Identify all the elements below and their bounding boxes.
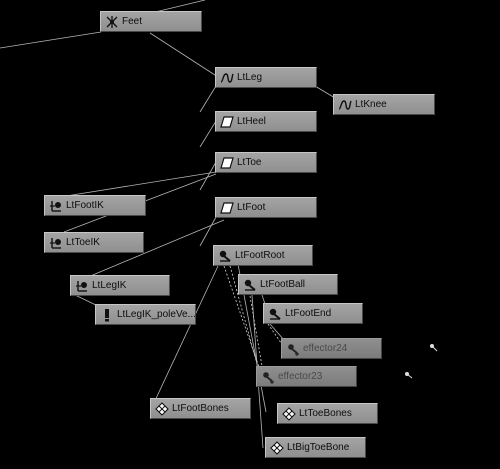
link-offscreen-feet <box>0 31 102 49</box>
stray-joint-icon[interactable] <box>428 342 438 352</box>
node-ltlegik-polevector[interactable]: LtLegIK_poleVe... <box>95 304 196 325</box>
node-effector24[interactable]: effector24 <box>281 338 382 359</box>
skin-cluster-icon <box>282 406 296 421</box>
node-label: LtFootRoot <box>235 250 285 261</box>
node-feet[interactable]: Feet <box>100 11 202 32</box>
curve-icon <box>220 71 234 85</box>
node-label: LtLegIK <box>92 280 127 291</box>
link-ltfootroot-ltfootbones <box>151 265 219 408</box>
curve-icon <box>338 98 352 112</box>
ik-handle-icon <box>75 279 89 293</box>
node-label: LtFootIK <box>66 200 104 211</box>
pole-vector-icon <box>100 308 114 322</box>
link-ltfootend-effector24b <box>267 323 287 351</box>
link-ltlegik-polevector <box>74 294 99 307</box>
node-ltheel[interactable]: LtHeel <box>215 111 317 132</box>
link-ltleg-ltheel <box>199 85 217 113</box>
node-ltfootball[interactable]: LtFootBall <box>238 274 338 295</box>
transform-icon <box>220 156 234 170</box>
ik-handle-icon <box>49 236 63 250</box>
transform-icon <box>220 201 234 215</box>
effector-icon <box>261 370 275 384</box>
node-ltfootend[interactable]: LtFootEnd <box>263 303 363 324</box>
link-ltfoot-ltlegik <box>87 219 225 278</box>
node-ltleg[interactable]: LtLeg <box>215 67 317 88</box>
node-label: LtToe <box>237 157 262 168</box>
link-ltfootend-effector24 <box>269 323 285 341</box>
link-ltfoot-ltfootroot <box>199 216 217 247</box>
node-ltfootroot[interactable]: LtFootRoot <box>213 245 313 266</box>
node-label: LtHeel <box>237 116 266 127</box>
node-ltfoot[interactable]: LtFoot <box>215 197 317 218</box>
link-ltfootroot-effector23b <box>229 265 263 383</box>
node-label: LtLegIK_poleVe... <box>117 309 195 320</box>
node-label: LtFootEnd <box>285 308 332 319</box>
node-ltfootbones[interactable]: LtFootBones <box>150 398 251 419</box>
ik-handle-icon <box>49 199 63 213</box>
joint-icon <box>243 278 257 292</box>
effector-icon <box>286 342 300 356</box>
link-feet-ltleg <box>149 32 219 78</box>
node-ltbigtoebone[interactable]: LtBigToeBone <box>265 437 366 458</box>
node-lttoebones[interactable]: LtToeBones <box>277 403 378 424</box>
node-label: LtLeg <box>237 72 263 83</box>
node-label: LtFootBall <box>260 279 306 290</box>
node-lttoeik[interactable]: LtToeIK <box>44 232 144 253</box>
transform-icon <box>220 115 234 129</box>
node-lttoe[interactable]: LtToe <box>215 152 317 173</box>
link-lttoe-ltfootik <box>65 171 217 197</box>
node-label: LtBigToeBone <box>287 442 350 453</box>
skin-cluster-icon <box>270 440 284 455</box>
link-ltfootball-lttoebones <box>243 294 267 413</box>
node-label: effector23 <box>278 371 323 382</box>
node-ltknee[interactable]: LtKnee <box>333 94 435 115</box>
stray-effector-icon[interactable] <box>403 370 413 380</box>
joint-group-icon <box>105 15 119 29</box>
node-label: LtFoot <box>237 202 266 213</box>
node-label: LtKnee <box>355 99 387 110</box>
node-label: LtToeIK <box>66 237 100 248</box>
link-ltleg-ltknee <box>314 85 336 99</box>
node-label: Feet <box>122 16 143 27</box>
node-effector23[interactable]: effector23 <box>256 366 357 387</box>
link-lttoe-ltfoot <box>199 161 217 191</box>
node-ltlegik[interactable]: LtLegIK <box>70 275 170 296</box>
link-ltfootball-ltfootend <box>261 294 266 305</box>
skin-cluster-icon <box>155 401 169 416</box>
joint-icon <box>268 307 282 321</box>
link-ltheel-lttoe <box>199 120 217 148</box>
node-label: effector24 <box>303 343 348 354</box>
node-label: LtToeBones <box>299 408 352 419</box>
node-label: LtFootBones <box>172 403 229 414</box>
node-ltfootik[interactable]: LtFootIK <box>44 195 146 216</box>
joint-icon <box>218 249 232 263</box>
